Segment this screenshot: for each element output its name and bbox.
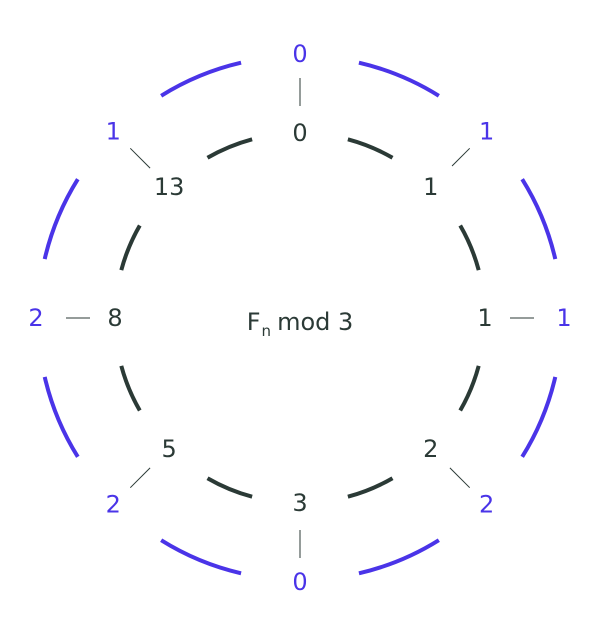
inner-ring-arc <box>206 137 253 160</box>
center-title: Fn mod 3 <box>247 308 354 340</box>
inner-ring-arc <box>119 365 142 412</box>
title-subscript: n <box>262 322 272 340</box>
outer-value-label: 0 <box>292 40 307 68</box>
outer-ring-arc <box>160 60 242 98</box>
connector-line <box>449 467 471 489</box>
inner-value-label: 2 <box>423 435 438 463</box>
outer-ring-arc <box>160 538 242 576</box>
inner-ring-arc <box>347 137 394 160</box>
outer-value-label: 0 <box>292 568 307 596</box>
outer-ring-arc <box>520 376 558 458</box>
outer-value-label: 1 <box>479 117 494 145</box>
outer-value-label: 2 <box>479 491 494 519</box>
inner-value-label: 5 <box>162 435 177 463</box>
connector-line <box>129 467 151 489</box>
outer-ring-arc <box>42 178 80 260</box>
inner-ring-arc <box>119 224 142 271</box>
inner-value-label: 13 <box>154 173 185 201</box>
connector-line <box>129 147 151 169</box>
inner-value-label: 8 <box>107 304 122 332</box>
title-rest: mod 3 <box>277 308 353 336</box>
outer-value-label: 2 <box>106 491 121 519</box>
inner-ring-arc <box>458 224 481 271</box>
inner-ring-arc <box>458 365 481 412</box>
outer-value-label: 1 <box>556 304 571 332</box>
outer-ring-arc <box>358 538 440 576</box>
outer-value-label: 2 <box>28 304 43 332</box>
inner-value-label: 1 <box>423 173 438 201</box>
outer-value-label: 1 <box>106 117 121 145</box>
title-base: F <box>247 308 261 336</box>
inner-value-label: 3 <box>292 489 307 517</box>
inner-ring-arc <box>347 476 394 499</box>
labels: 0 0 1 1 1 1 2 2 3 0 5 2 8 2 13 1 <box>28 40 571 596</box>
connector-line <box>451 147 471 167</box>
inner-ring-arc <box>206 476 253 499</box>
outer-ring-arc <box>42 376 80 458</box>
connectors <box>66 78 534 558</box>
rings <box>42 60 558 576</box>
outer-ring-arc <box>520 178 558 260</box>
inner-value-label: 1 <box>477 304 492 332</box>
outer-ring-arc <box>358 60 440 98</box>
inner-value-label: 0 <box>292 119 307 147</box>
